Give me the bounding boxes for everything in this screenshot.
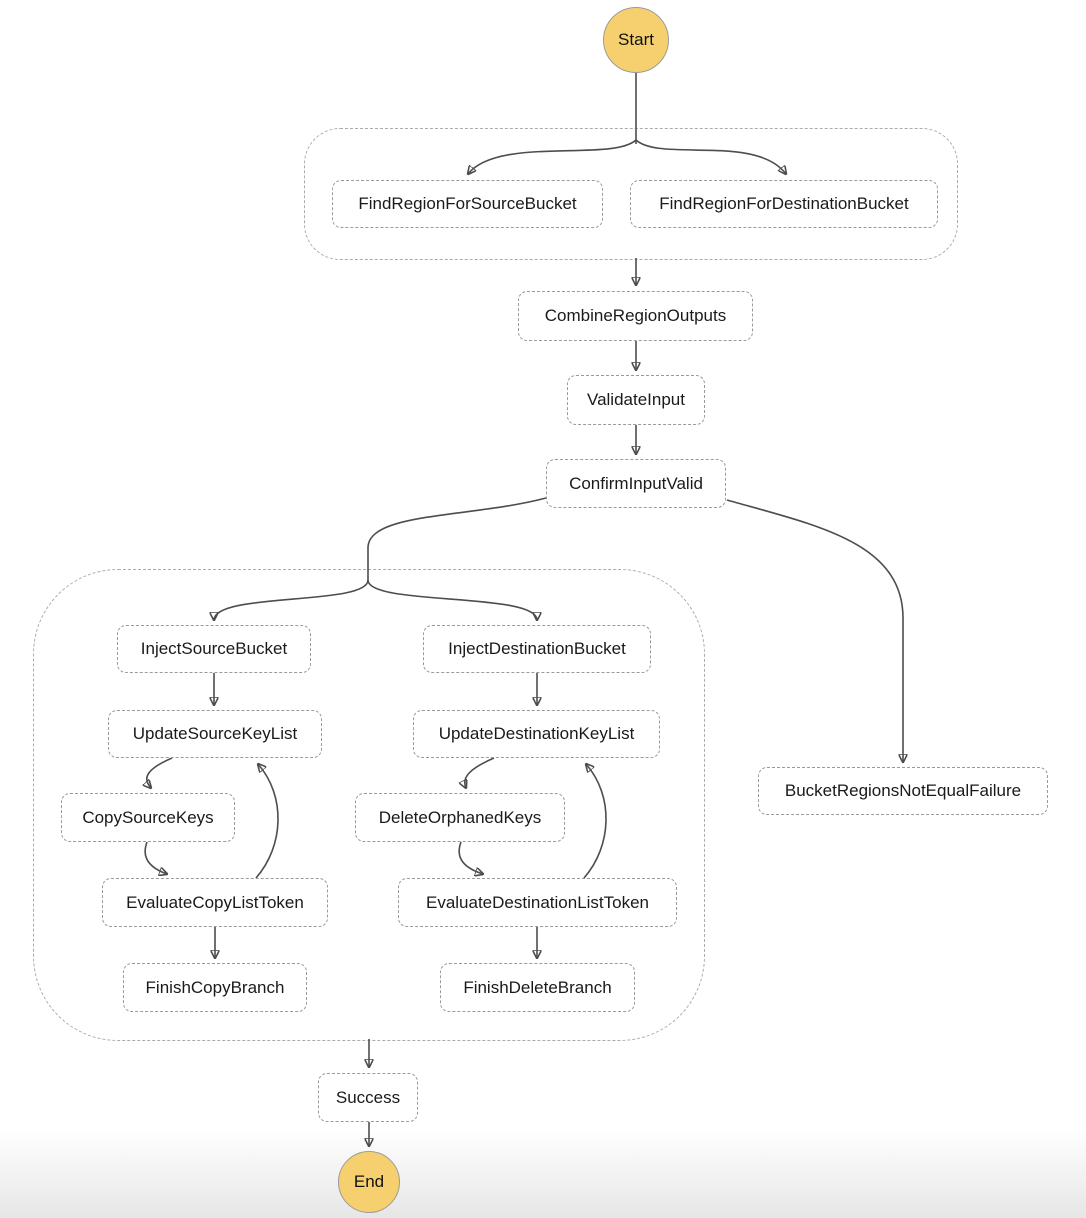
- state-node-find-region-for-destination-bucket[interactable]: FindRegionForDestinationBucket: [630, 180, 938, 228]
- edge-copy-to-evaluate-copy: [144, 841, 167, 874]
- edge-evaluate-dest-loop-to-update-dest: [583, 764, 607, 879]
- state-node-find-region-for-source-bucket[interactable]: FindRegionForSourceBucket: [332, 180, 603, 228]
- state-node-evaluate-destination-list-token[interactable]: EvaluateDestinationListToken: [398, 878, 677, 927]
- state-node-finish-copy-branch[interactable]: FinishCopyBranch: [123, 963, 307, 1012]
- state-node-inject-source-bucket[interactable]: InjectSourceBucket: [117, 625, 311, 673]
- edge-start-to-find-region-source: [468, 139, 637, 174]
- edge-confirm-to-sync-stem: [367, 497, 547, 580]
- start-node: Start: [603, 7, 669, 73]
- edge-update-source-to-copy: [147, 757, 173, 788]
- page-bottom-gradient: [0, 1130, 1086, 1218]
- edge-start-to-find-region-dest: [635, 139, 786, 174]
- edge-confirm-to-failure: [726, 499, 903, 762]
- state-node-finish-delete-branch[interactable]: FinishDeleteBranch: [440, 963, 635, 1012]
- state-node-combine-region-outputs[interactable]: CombineRegionOutputs: [518, 291, 753, 341]
- edge-update-dest-to-delete: [465, 757, 495, 788]
- end-node: End: [338, 1151, 400, 1213]
- state-node-update-destination-key-list[interactable]: UpdateDestinationKeyList: [413, 710, 660, 758]
- state-node-update-source-key-list[interactable]: UpdateSourceKeyList: [108, 710, 322, 758]
- edge-evaluate-copy-loop-to-update-source: [255, 764, 279, 879]
- state-node-copy-source-keys[interactable]: CopySourceKeys: [61, 793, 235, 842]
- state-node-success[interactable]: Success: [318, 1073, 418, 1122]
- state-node-inject-destination-bucket[interactable]: InjectDestinationBucket: [423, 625, 651, 673]
- state-node-validate-input[interactable]: ValidateInput: [567, 375, 705, 425]
- state-node-delete-orphaned-keys[interactable]: DeleteOrphanedKeys: [355, 793, 565, 842]
- edge-sync-fork-to-inject-source: [214, 579, 369, 620]
- state-node-bucket-regions-not-equal-failure[interactable]: BucketRegionsNotEqualFailure: [758, 767, 1048, 815]
- state-node-confirm-input-valid[interactable]: ConfirmInputValid: [546, 459, 726, 508]
- edge-sync-fork-to-inject-dest: [367, 579, 537, 620]
- state-node-evaluate-copy-list-token[interactable]: EvaluateCopyListToken: [102, 878, 328, 927]
- parallel-group-find-regions: [304, 128, 958, 260]
- edge-delete-to-evaluate-dest: [458, 841, 483, 874]
